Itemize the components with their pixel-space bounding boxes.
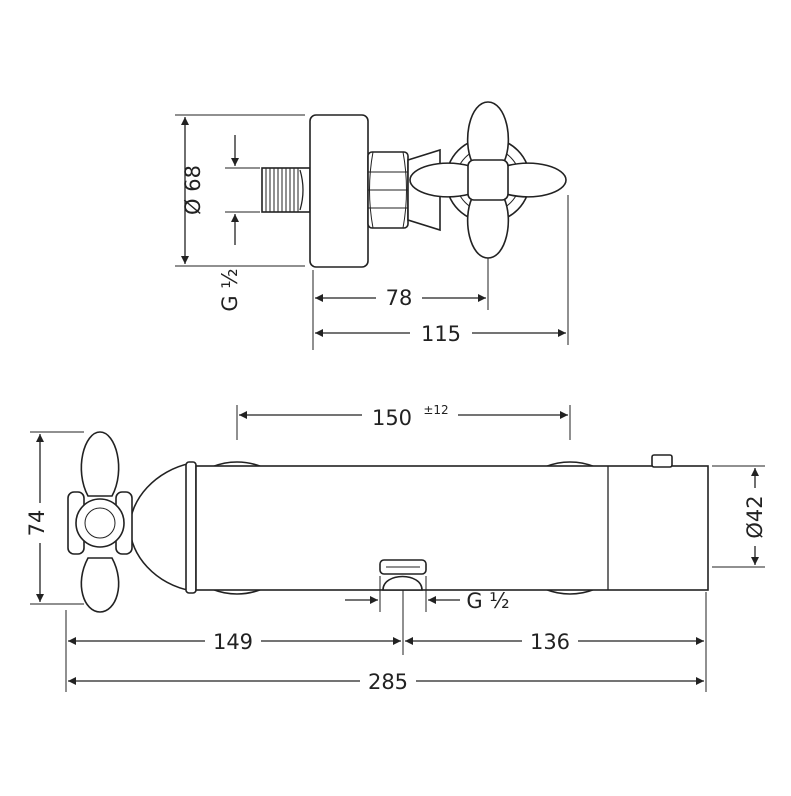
dimension-150: 150 ±12: [236, 398, 571, 440]
dome-cap: [129, 462, 193, 592]
dimension-78: 78: [312, 258, 489, 350]
thread-front-label: G ½: [466, 589, 509, 613]
dimension-d42: Ø42: [712, 465, 770, 568]
dimension-149-136: 149 136: [65, 590, 707, 692]
dim-78-label: 78: [386, 286, 413, 310]
dim-150-tolerance: ±12: [423, 403, 448, 417]
dimension-thread-top: G ½: [218, 135, 260, 312]
dim-285-label: 285: [368, 670, 408, 694]
dim-136-label: 136: [530, 630, 570, 654]
dimension-d68: Ø 68: [175, 114, 305, 267]
front-view: 150 ±12 74 Ø42 G ½: [22, 398, 770, 694]
top-view: Ø 68 G ½ 78 115: [175, 101, 569, 350]
threaded-connector: [261, 167, 311, 213]
diameter-42-label: Ø42: [743, 495, 767, 538]
dimension-115: 115: [315, 195, 569, 346]
cross-handle-front: [67, 431, 133, 613]
dimension-74: 74: [22, 431, 84, 605]
thermostat-body: [195, 465, 709, 591]
height-74-label: 74: [25, 510, 49, 537]
safety-button: [651, 454, 673, 468]
bottom-outlet: [379, 559, 427, 591]
dim-150-label: 150: [372, 406, 412, 430]
cross-handle-top: [409, 101, 567, 259]
thread-top-label: G ½: [218, 268, 242, 311]
hex-nut: [367, 151, 409, 229]
dim-149-label: 149: [213, 630, 253, 654]
dimension-thread-front: G ½: [345, 576, 510, 613]
dim-115-label: 115: [421, 322, 461, 346]
dimension-285: 285: [68, 668, 704, 694]
wall-flange: [309, 114, 369, 268]
collar-ring: [185, 461, 197, 594]
diameter-68-label: Ø 68: [181, 165, 205, 215]
